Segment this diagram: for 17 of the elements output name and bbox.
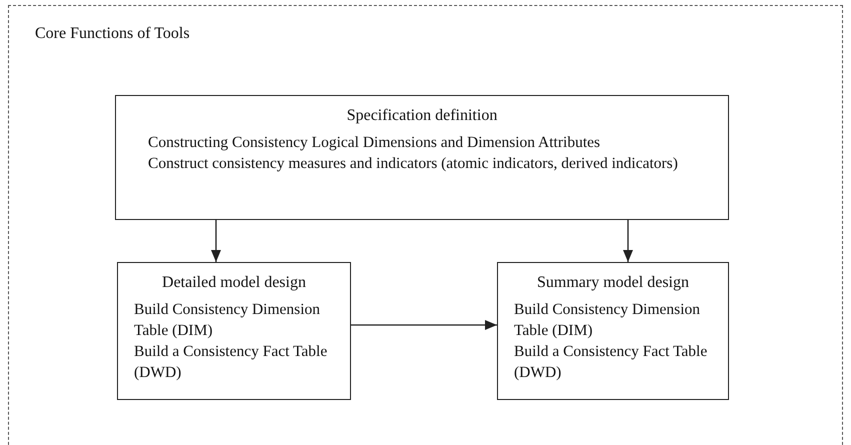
- arrow: [351, 320, 497, 330]
- box-text: Construct consistency measures and indicators (atomic indicators, derived indicators): [147, 154, 679, 174]
- dashed-frame: [8, 5, 843, 445]
- box-heading: Specification definition: [346, 106, 498, 126]
- box-text: Constructing Consistency Logical Dimensions and Dimension Attributes: [147, 133, 602, 153]
- box-heading: Detailed model design: [162, 273, 306, 293]
- box-text: Build a Consistency Fact Table (DWD): [134, 342, 328, 383]
- process-box: [115, 95, 729, 220]
- box-text: Build Consistency Dimension Table (DIM): [514, 300, 701, 341]
- process-box: [117, 262, 351, 400]
- box-heading: Summary model design: [537, 273, 689, 293]
- box-text: Build a Consistency Fact Table (DWD): [514, 342, 708, 383]
- arrow: [623, 220, 633, 262]
- process-box: [497, 262, 729, 400]
- title: Core Functions of Tools: [35, 24, 190, 44]
- arrow: [211, 220, 221, 262]
- box-text: Build Consistency Dimension Table (DIM): [134, 300, 321, 341]
